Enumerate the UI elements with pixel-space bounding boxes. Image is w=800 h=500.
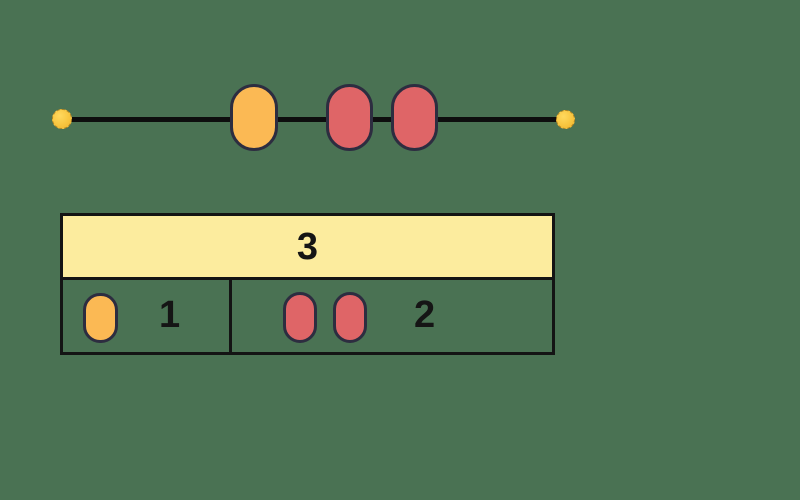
orange-bead (230, 84, 278, 151)
part-1-value-label: 1 (159, 294, 181, 337)
red-bead (391, 84, 438, 151)
bead-string-wire (62, 117, 565, 122)
bar-model-parts-row: 1 2 (60, 277, 555, 355)
bar-model-part-cell-2: 2 (229, 277, 555, 355)
red-bead (326, 84, 373, 151)
red-bead (333, 292, 367, 343)
bar-model: 3 1 2 (60, 213, 555, 355)
part-2-value-label: 2 (414, 294, 436, 337)
orange-bead (83, 293, 118, 343)
red-bead (283, 292, 317, 343)
bead-string-right-endpoint-dot (556, 110, 575, 129)
bar-model-part-cell-1: 1 (60, 277, 232, 355)
bar-model-whole-bar: 3 (60, 213, 555, 280)
bead-string-left-endpoint-dot (52, 109, 72, 129)
whole-value-label: 3 (296, 225, 319, 268)
